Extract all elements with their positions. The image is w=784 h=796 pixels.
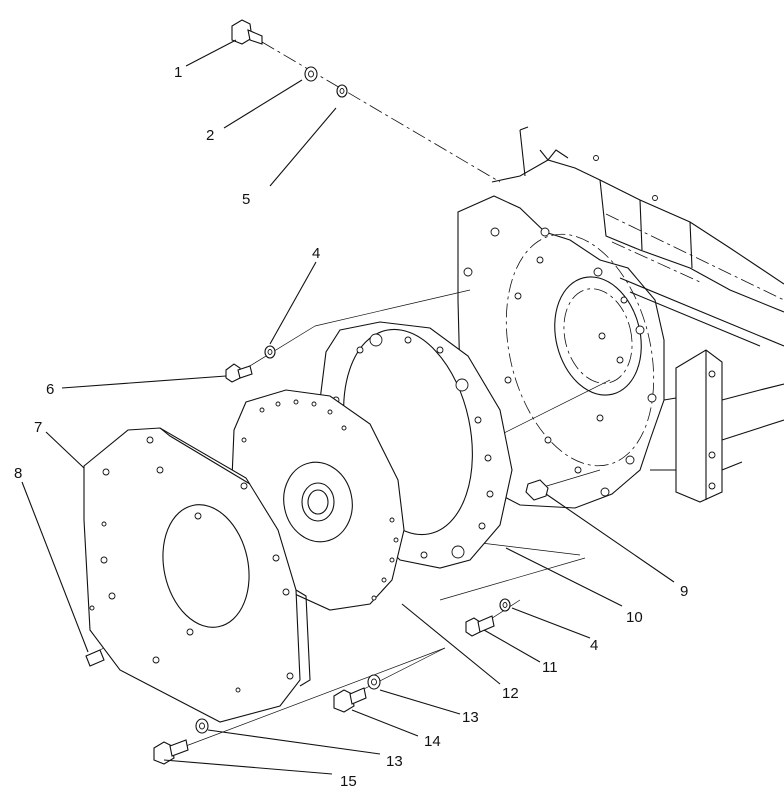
bolt-15: [153, 739, 189, 765]
dowel-pin-8: [85, 649, 105, 667]
callout-8: 8: [14, 465, 22, 482]
callout-6: 6: [46, 381, 54, 398]
callout-11: 11: [542, 659, 558, 676]
callout-13-lower: 13: [386, 753, 403, 770]
screw-11: [465, 615, 495, 637]
bolt-14: [333, 687, 367, 713]
callout-numbers: 1 2 5 4 6 7 8 9 10 4 11 12 13 14 13 15: [14, 64, 688, 790]
screw-6: [225, 363, 253, 383]
callout-10: 10: [626, 609, 643, 626]
callout-4-lower: 4: [590, 637, 598, 654]
callout-12: 12: [502, 685, 519, 702]
callout-4-upper: 4: [312, 245, 320, 262]
callout-1: 1: [174, 64, 182, 81]
callout-15: 15: [340, 773, 357, 790]
fasteners: [85, 19, 549, 765]
callout-14: 14: [424, 733, 441, 750]
plug-9: [525, 479, 549, 501]
leader-lines: [21, 39, 675, 775]
callout-5: 5: [242, 191, 250, 208]
callout-7: 7: [34, 419, 42, 436]
adapter-plate: [83, 427, 311, 723]
callout-9: 9: [680, 583, 688, 600]
callout-13-upper: 13: [462, 709, 479, 726]
bolt-1: [231, 19, 263, 45]
callout-2: 2: [206, 127, 214, 144]
